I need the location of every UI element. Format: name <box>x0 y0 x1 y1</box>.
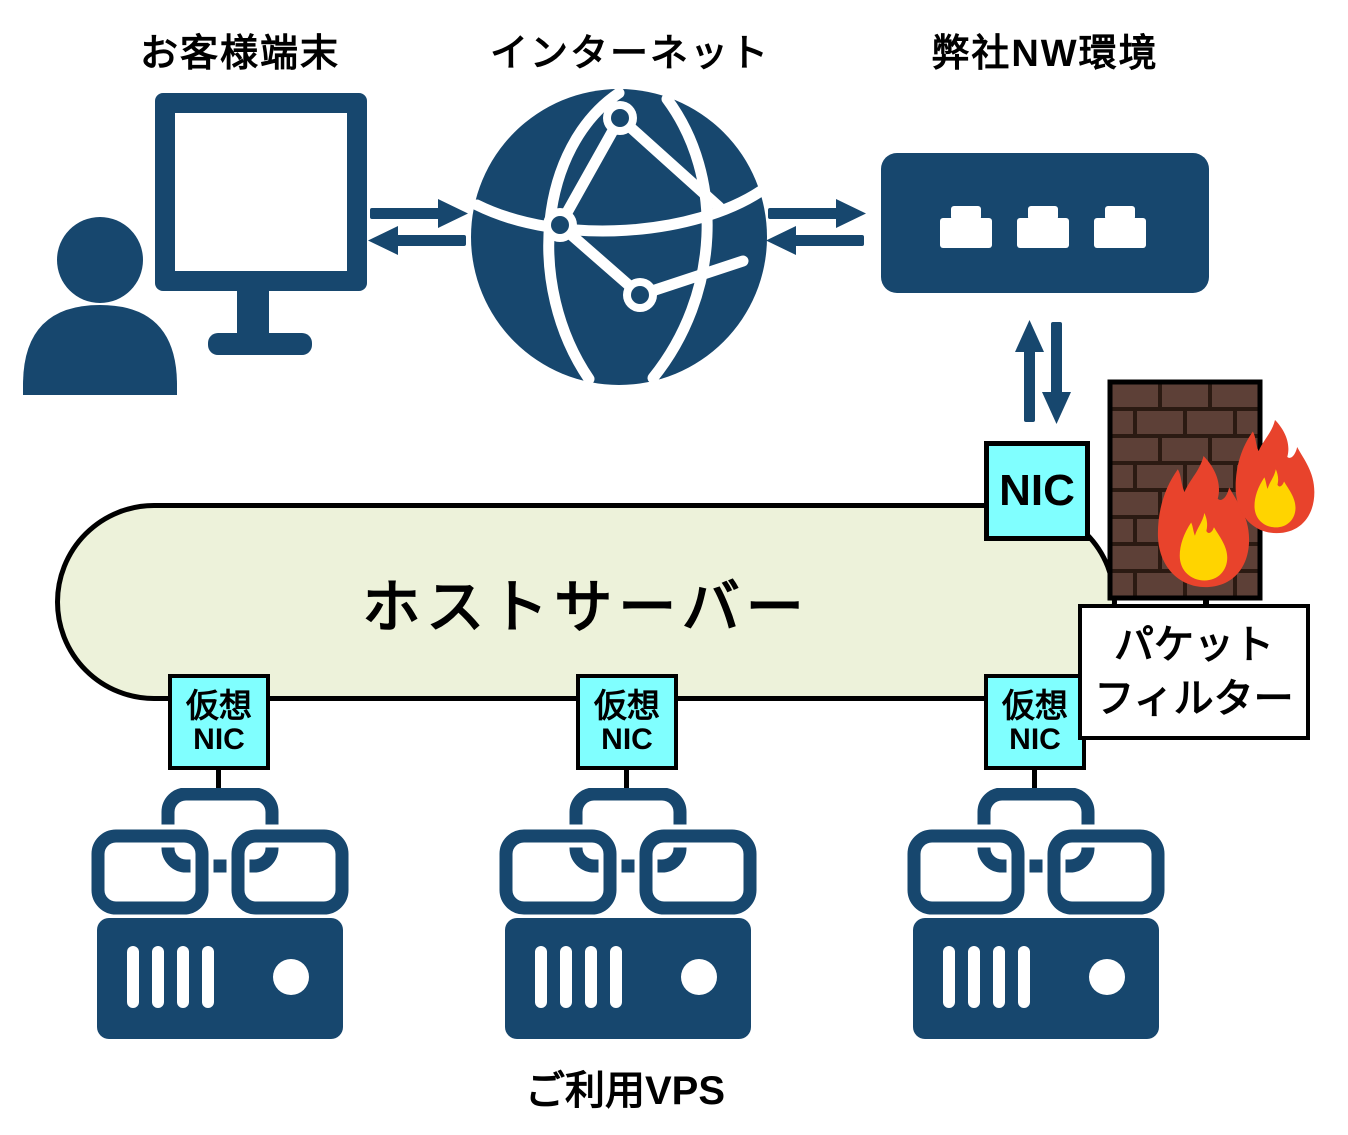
double-arrow-icon <box>368 199 468 255</box>
company-network-label: 弊社NW環境 <box>931 33 1159 75</box>
nic-box: NIC <box>984 441 1090 541</box>
flame-icon <box>1235 420 1315 534</box>
vps-chain-link-icon <box>90 788 350 916</box>
connector-line <box>1203 594 1209 610</box>
switch-icon <box>881 153 1209 293</box>
arrow-terminal-internet-icon <box>368 196 468 258</box>
network-switch-icon <box>878 150 1212 296</box>
nic-label: NIC <box>999 466 1075 515</box>
virtual-nic-line1: 仮想 <box>594 686 660 724</box>
monitor-person-icon <box>23 93 367 395</box>
double-arrow-vertical-icon <box>1015 320 1071 424</box>
internet-globe-icon <box>467 85 771 389</box>
arrow-switch-nic-icon <box>1012 320 1074 424</box>
virtual-nic-line1: 仮想 <box>1002 686 1068 724</box>
virtual-nic-line2: NIC <box>193 722 245 756</box>
firewall-icon <box>1106 378 1320 616</box>
connector-line <box>1032 766 1037 796</box>
customer-terminal-label: お客様端末 <box>139 33 340 75</box>
virtual-nic-line2: NIC <box>1009 722 1061 756</box>
flame-icon <box>1157 456 1250 588</box>
firewall-wall-flames-icon <box>1107 379 1315 601</box>
packet-filter-box: パケット フィルター <box>1078 604 1310 740</box>
connector-line <box>624 766 629 796</box>
vps-label: ご利用VPS <box>524 1069 726 1113</box>
host-server-box: ホストサーバー <box>55 503 1117 701</box>
customer-terminal-icon <box>15 85 375 397</box>
globe-icon <box>471 87 767 385</box>
host-server-label: ホストサーバー <box>362 575 810 640</box>
virtual-nic-box-2: 仮想 NIC <box>576 674 678 770</box>
packet-filter-line1: パケット <box>1114 623 1274 667</box>
virtual-nic-line1: 仮想 <box>186 686 252 724</box>
vps-server-icon <box>503 916 753 1041</box>
vps-server-icon <box>95 916 345 1041</box>
connector-line <box>216 766 221 796</box>
internet-label: インターネット <box>489 33 770 75</box>
virtual-nic-box-1: 仮想 NIC <box>168 674 270 770</box>
arrow-internet-switch-icon <box>766 196 866 258</box>
virtual-nic-line2: NIC <box>601 722 653 756</box>
packet-filter-line2: フィルター <box>1094 677 1294 721</box>
vps-chain-link-icon <box>498 788 758 916</box>
virtual-nic-box-3: 仮想 NIC <box>984 674 1086 770</box>
vps-chain-link-icon <box>906 788 1166 916</box>
double-arrow-icon <box>766 199 866 255</box>
vps-server-icon <box>911 916 1161 1041</box>
